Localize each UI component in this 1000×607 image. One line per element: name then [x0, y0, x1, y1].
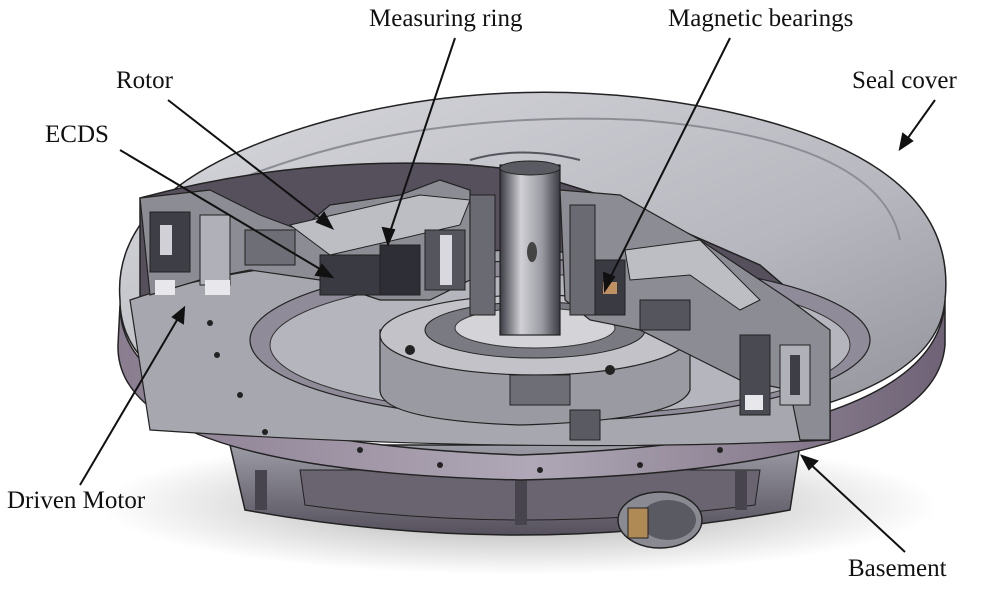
driven-motor-label: Driven Motor [7, 487, 146, 514]
right-section [559, 189, 831, 441]
measuring-ring-label: Measuring ring [369, 5, 523, 32]
magnetic-bearings-label: Magnetic bearings [668, 5, 854, 32]
ecds-leader [119, 149, 326, 273]
leader-lines [79, 37, 936, 553]
seal-cover-leader [904, 99, 936, 143]
basement-label: Basement [848, 555, 947, 582]
rotor-leader [167, 99, 326, 223]
ecds-label: ECDS [45, 121, 109, 148]
magnetic-bearings-leader [607, 37, 731, 283]
rotor-label: Rotor [116, 67, 173, 94]
driven-motor-leader [79, 314, 181, 486]
basement-leader [807, 461, 906, 553]
seal-cover-label: Seal cover [852, 67, 957, 94]
shaft [499, 160, 561, 336]
measuring-ring-leader [387, 37, 456, 239]
mounting-holes [207, 320, 723, 473]
